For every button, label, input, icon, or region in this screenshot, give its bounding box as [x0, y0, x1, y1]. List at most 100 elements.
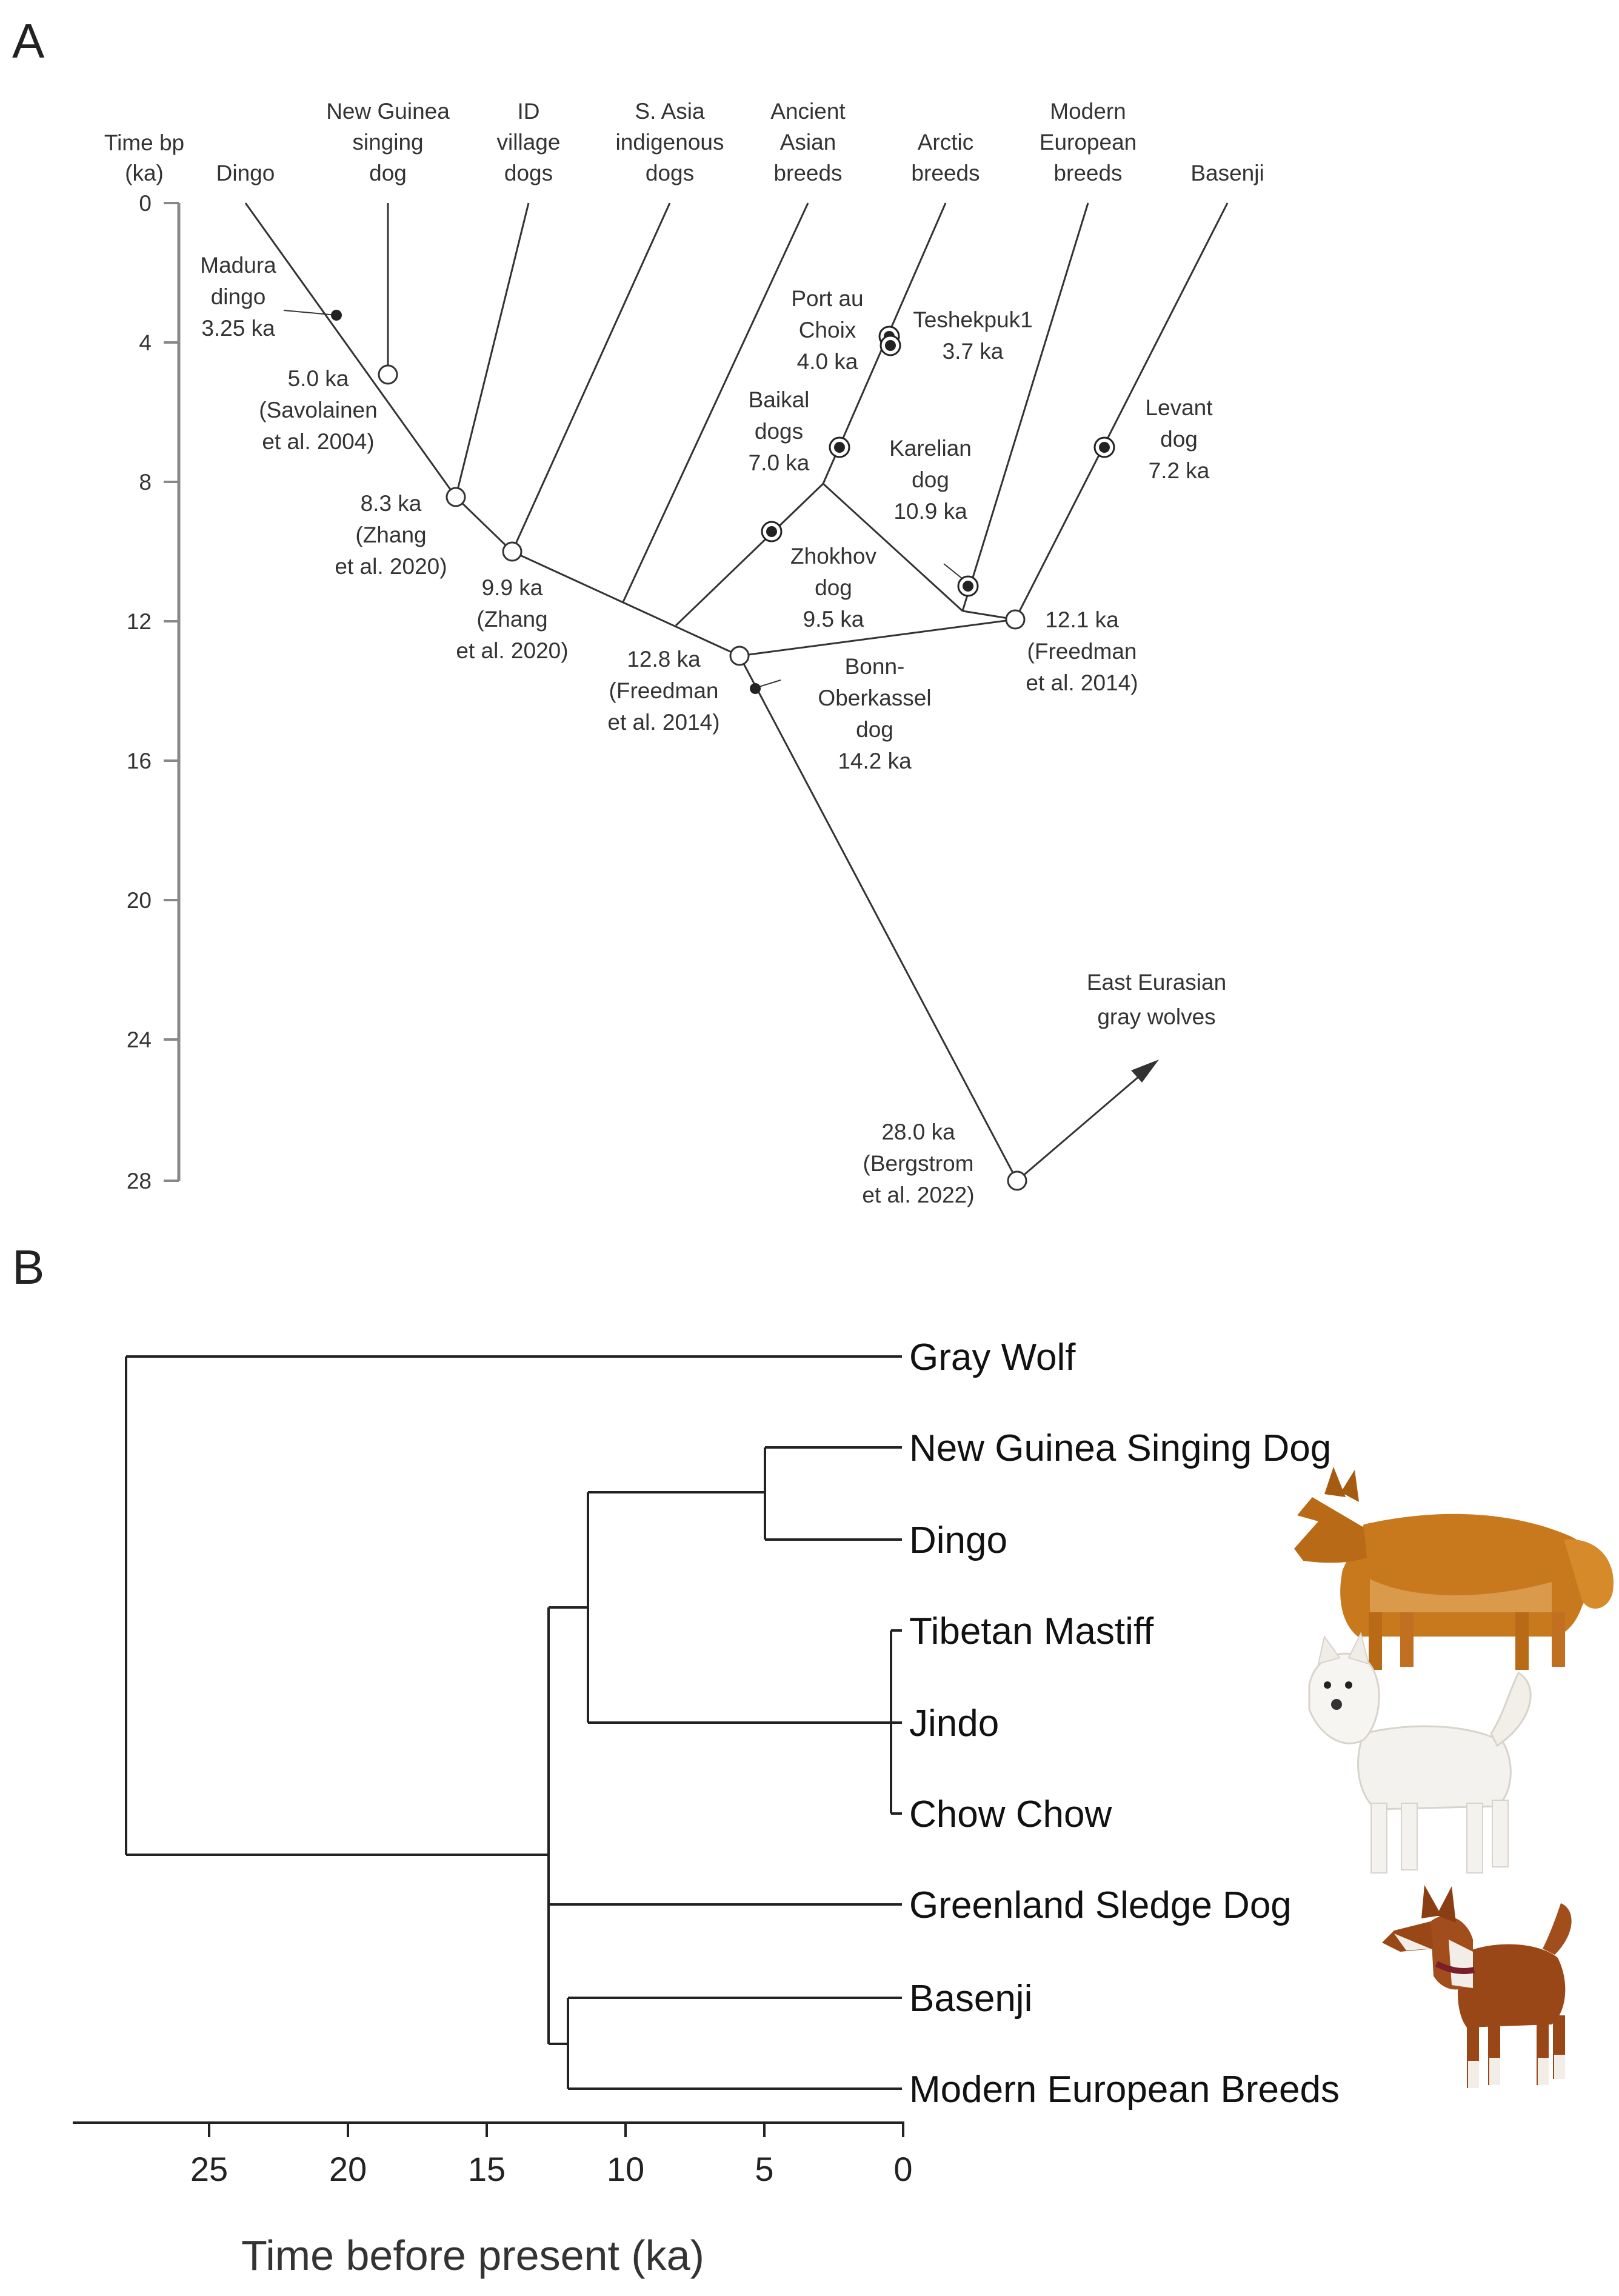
leader-karelian — [943, 563, 963, 579]
leaf-label: Dingo — [216, 161, 275, 185]
axis-tick-label: 20 — [329, 2150, 367, 2188]
annotation: 28.0 ka — [881, 1120, 955, 1144]
axis-tick-label: 24 — [127, 1027, 152, 1052]
leaf-label: dogs — [646, 161, 694, 185]
node-open — [1007, 1170, 1027, 1191]
leaf-label: breeds — [1053, 161, 1122, 185]
annotation: 10.9 ka — [893, 499, 967, 524]
axis-tick-label: 20 — [127, 888, 152, 913]
annotation: (Freedman — [609, 678, 719, 703]
annotation: dog — [815, 575, 852, 600]
annotation: (Bergstrom — [863, 1151, 974, 1176]
leader-madura — [283, 310, 337, 316]
branch-ancient-asian — [622, 202, 809, 602]
axis-title-line: (ka) — [125, 161, 164, 185]
leaf-label: breeds — [773, 161, 842, 185]
annotation: et al. 2004) — [262, 429, 374, 454]
axis-tick-label: 4 — [139, 330, 152, 355]
leaf-labels-a: Dingo New Guinea singing dog ID village … — [216, 99, 1264, 185]
leaf-label: Asian — [780, 130, 836, 155]
panel-b-label: B — [12, 1240, 44, 1294]
annotation: 9.5 ka — [803, 607, 864, 632]
leaf-label: European — [1040, 130, 1137, 155]
annotation: 7.0 ka — [749, 450, 810, 475]
time-axis-b: 25 20 15 10 5 0 Time before present (ka) — [73, 2121, 913, 2279]
annotation: 14.2 ka — [838, 749, 912, 773]
axis-title-line: Time bp — [104, 130, 184, 155]
annotation: et al. 2020) — [456, 638, 568, 663]
axis-tick-label: 25 — [190, 2150, 228, 2188]
node-sample-core — [963, 581, 973, 592]
annotation: 4.0 ka — [797, 349, 858, 374]
annotation: dogs — [755, 419, 803, 444]
leaf-label: ID — [518, 99, 540, 124]
branch-internal-3 — [675, 482, 824, 627]
branch-internal-1 — [455, 496, 513, 553]
annotation: Karelian — [889, 436, 972, 461]
annotation: dog — [912, 467, 949, 492]
leaf-label: New Guinea — [326, 99, 450, 124]
annotation: Levant — [1145, 395, 1213, 420]
node-sample-core — [834, 442, 845, 453]
annotation: 7.2 ka — [1149, 458, 1210, 483]
leaf-label: Modern — [1050, 99, 1126, 124]
leaf-label: dog — [369, 161, 407, 185]
arrow-head — [1131, 1060, 1159, 1083]
taxon-label: Basenji — [909, 1978, 1032, 2020]
axis-tick-label: 10 — [607, 2150, 644, 2188]
annotation: et al. 2022) — [862, 1183, 974, 1207]
leaf-label: Ancient — [770, 99, 846, 124]
branch-internal-5 — [739, 618, 1016, 657]
annotation: gray wolves — [1097, 1004, 1215, 1029]
annotation: Baikal — [749, 387, 810, 412]
branch-id-village — [455, 202, 530, 498]
branch-dingo — [244, 202, 457, 498]
annotation: Bonn- — [845, 654, 905, 679]
annotation: East Eurasian — [1087, 970, 1226, 995]
annotation: dingo — [211, 284, 266, 309]
axis-tick-label: 15 — [468, 2150, 506, 2188]
annotation: (Freedman — [1027, 639, 1137, 664]
node-open — [502, 541, 522, 562]
annotation: Choix — [799, 318, 856, 342]
phylogeny-b-branches — [125, 1355, 902, 2090]
branch-internal-2 — [512, 550, 740, 657]
annotation: Madura — [200, 253, 276, 278]
taxon-label: New Guinea Singing Dog — [909, 1427, 1331, 1469]
leaf-label: singing — [352, 130, 423, 155]
node-filled — [331, 310, 342, 321]
annotations-a: Madura dingo 3.25 ka 5.0 ka (Savolainen … — [200, 253, 1226, 1207]
annotation: 3.7 ka — [943, 339, 1004, 364]
axis-tick-label: 0 — [139, 191, 152, 216]
taxon-label: Jindo — [909, 1703, 999, 1744]
taxa-labels-b: Gray Wolf New Guinea Singing Dog Dingo T… — [909, 1337, 1340, 2111]
phylogeny-a-nodes — [331, 310, 1115, 1191]
node-open — [1005, 609, 1026, 630]
node-open — [446, 487, 466, 507]
axis-title: Time before present (ka) — [241, 2232, 704, 2279]
annotation: dog — [856, 717, 893, 742]
taxon-label: Dingo — [909, 1520, 1007, 1561]
jindo-photo — [1308, 1632, 1532, 1874]
branch-basenji — [1014, 202, 1229, 620]
phylogeny-a-branches — [244, 202, 1229, 1182]
annotation: et al. 2020) — [335, 554, 447, 579]
annotation: dog — [1160, 427, 1198, 452]
branch-root-dog — [738, 655, 1018, 1181]
axis-tick-label: 0 — [893, 2150, 912, 2188]
branch-karelian — [822, 482, 964, 612]
node-sample-core — [885, 340, 896, 351]
taxon-label: Tibetan Mastiff — [909, 1610, 1154, 1652]
annotation: 5.0 ka — [288, 366, 349, 391]
branch-european — [961, 202, 1089, 612]
annotation: Port au — [791, 286, 863, 311]
annotation: Teshekpuk1 — [913, 307, 1032, 332]
axis-tick-label: 8 — [139, 470, 152, 495]
annotation: (Zhang — [476, 607, 547, 632]
annotation: (Savolainen — [259, 398, 377, 422]
node-sample-core — [766, 526, 777, 537]
branch-s-asia — [511, 202, 671, 552]
annotation: 9.9 ka — [482, 575, 543, 600]
annotation: (Zhang — [355, 522, 426, 547]
annotation: et al. 2014) — [607, 710, 719, 735]
